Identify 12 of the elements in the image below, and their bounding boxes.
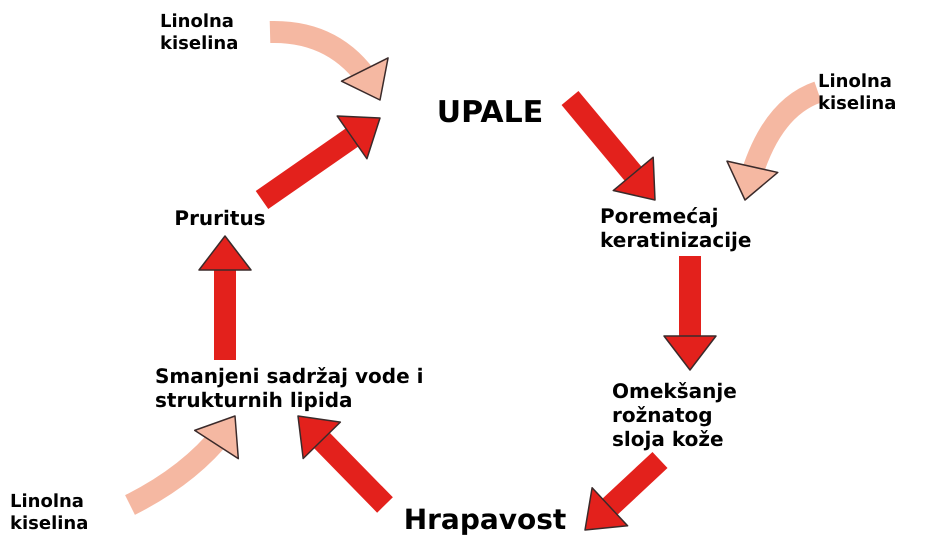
- block-arrow: [663, 256, 717, 371]
- node-label: UPALE: [436, 94, 544, 132]
- block-arrow: [198, 235, 252, 360]
- node-label: Linolna kiselina: [818, 71, 898, 115]
- node-label: Poremećaj keratinizacije: [600, 204, 752, 252]
- node-label: Omekšanje rožnatog sloja kože: [612, 379, 738, 451]
- curved-arrow: [727, 82, 822, 203]
- node-label: Pruritus: [174, 205, 266, 232]
- node-label: Hrapavost: [404, 502, 566, 538]
- node-label: Linolna kiselina: [10, 491, 90, 535]
- node-label: Linolna kiselina: [160, 11, 240, 55]
- node-label: Smanjeni sadržaj vode i strukturnih lipida: [155, 364, 424, 412]
